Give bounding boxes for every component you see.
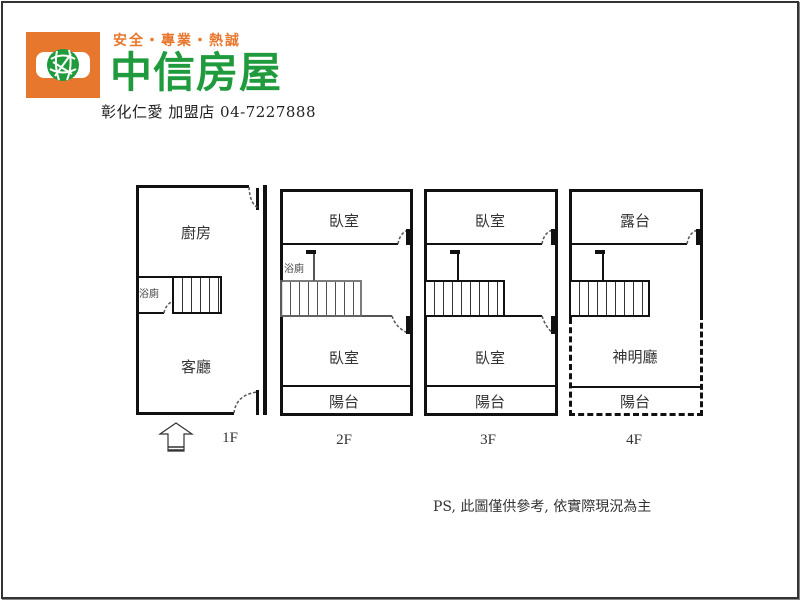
- wall: [280, 189, 413, 192]
- door-icon: [541, 315, 554, 334]
- room-label-balcony: 陽台: [328, 393, 360, 411]
- globe-logo-icon: [26, 32, 100, 98]
- wall: [569, 189, 703, 192]
- wall: [424, 243, 542, 245]
- room-label-shrine-hall: 神明廳: [612, 348, 658, 366]
- wall: [136, 312, 164, 314]
- wall: [410, 189, 413, 416]
- up-arrow-icon: [158, 422, 194, 452]
- wall: [280, 413, 413, 416]
- wall: [424, 189, 558, 192]
- wall: [280, 243, 398, 245]
- room-label-bedroom: 臥室: [328, 212, 360, 230]
- wall: [256, 390, 259, 415]
- wall: [555, 189, 558, 416]
- wall: [313, 253, 315, 281]
- tagline: 安全・專業・熱誠: [113, 33, 241, 49]
- door-icon: [163, 301, 173, 314]
- room-label-bedroom: 臥室: [474, 349, 506, 367]
- room-label-bathroom: 浴廁: [284, 264, 304, 275]
- staircase: [569, 280, 650, 317]
- floor-label-1f: 1F: [222, 430, 238, 446]
- dashed-wall: [700, 314, 703, 416]
- wall: [280, 385, 413, 387]
- door-icon: [248, 186, 260, 209]
- wall: [136, 276, 174, 278]
- room-label-terrace: 露台: [619, 212, 651, 230]
- room-label-bedroom: 臥室: [474, 212, 506, 230]
- floor-label-3f: 3F: [480, 432, 496, 448]
- wall: [424, 413, 558, 416]
- dashed-wall: [569, 318, 572, 416]
- room-label-balcony: 陽台: [619, 393, 651, 411]
- room-label-balcony: 陽台: [474, 393, 506, 411]
- room-label-living-room: 客廳: [180, 358, 212, 376]
- wall: [569, 189, 572, 319]
- dashed-wall: [569, 413, 703, 416]
- wall: [136, 185, 139, 415]
- wall: [700, 189, 703, 314]
- wall: [136, 185, 249, 188]
- staircase: [172, 276, 222, 314]
- wall: [424, 385, 558, 387]
- room-label-bedroom: 臥室: [328, 349, 360, 367]
- wall: [457, 253, 459, 281]
- disclaimer-note: PS, 此圖僅供參考, 依實際現況為主: [433, 499, 652, 515]
- floor-label-4f: 4F: [626, 432, 642, 448]
- wall: [136, 412, 234, 415]
- branch-info: 彰化仁愛 加盟店 04-7227888: [101, 103, 316, 121]
- room-label-bathroom: 浴廁: [139, 289, 159, 300]
- wall: [572, 386, 700, 388]
- door-icon: [391, 315, 409, 334]
- staircase: [280, 280, 362, 317]
- wall: [263, 185, 267, 415]
- wall: [256, 188, 259, 210]
- staircase: [424, 280, 505, 317]
- room-label-kitchen: 廚房: [180, 224, 212, 242]
- brand-name: 中信房屋: [110, 48, 283, 97]
- door-icon: [233, 391, 258, 414]
- floor-label-2f: 2F: [336, 432, 352, 448]
- wall: [602, 253, 604, 281]
- wall: [569, 243, 687, 245]
